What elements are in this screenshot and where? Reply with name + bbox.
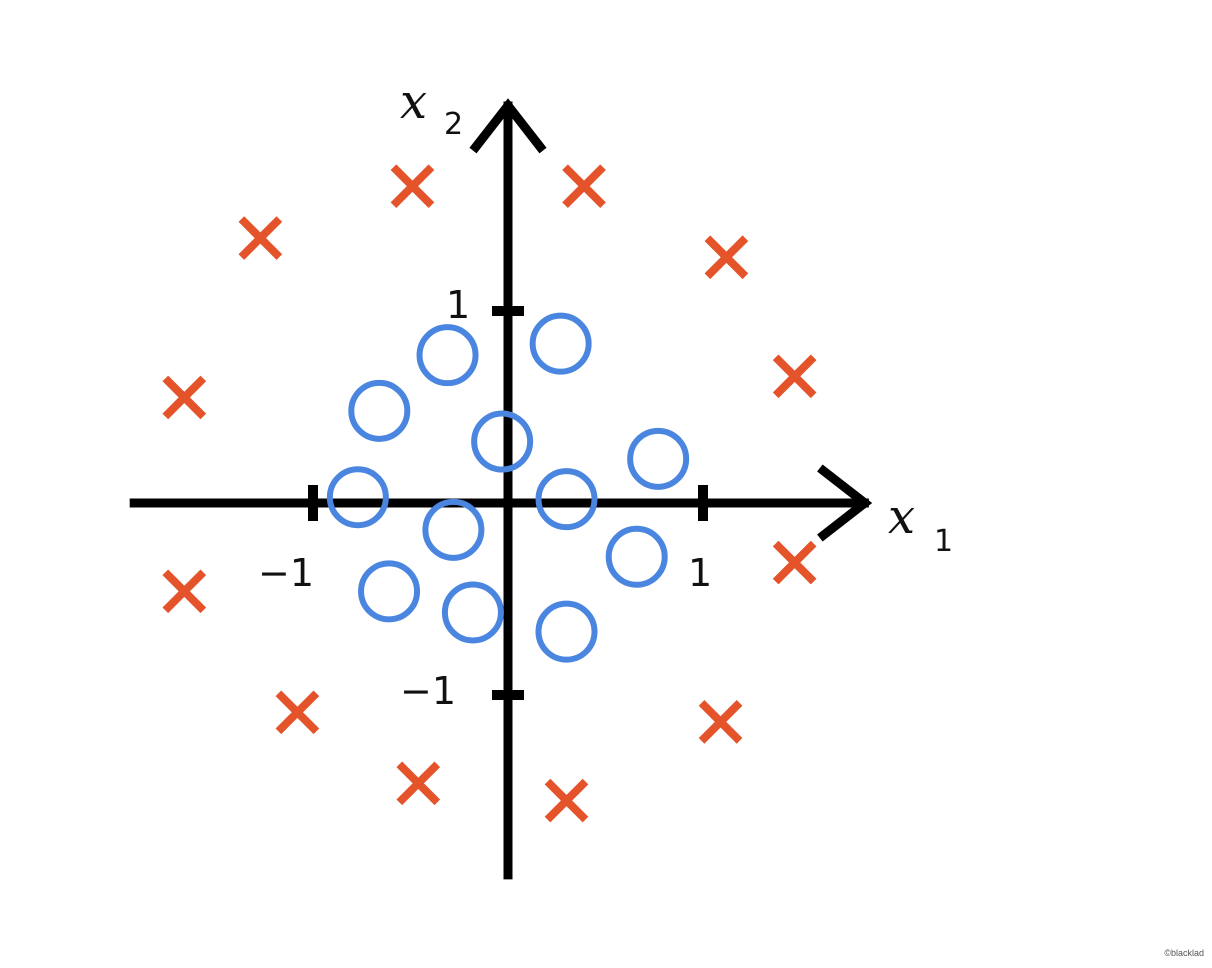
circle-point [535, 468, 598, 531]
cross-point [544, 778, 589, 823]
cross-stroke [772, 354, 817, 399]
circle-point [348, 379, 411, 442]
cross-point [162, 569, 207, 614]
cross-point [390, 164, 435, 209]
cross-point [772, 354, 817, 399]
x-axis-arrow [817, 464, 873, 542]
cross-stroke [704, 235, 749, 280]
cross-stroke [562, 164, 606, 209]
circle-point [471, 410, 534, 473]
data-points [162, 164, 817, 823]
circle-point [441, 581, 504, 644]
x-tick-label-1: 1 [688, 551, 712, 595]
cross-stroke [698, 700, 743, 744]
circle-point [627, 427, 690, 490]
cross-point [162, 375, 207, 420]
cross-point [275, 690, 320, 735]
x-axis-label-subscript: 1 [934, 524, 953, 559]
cross-stroke [772, 540, 817, 585]
cross-point [772, 540, 817, 585]
cross-stroke [275, 690, 320, 735]
circle-point [422, 498, 485, 561]
cross-stroke [544, 778, 589, 823]
circle-point [605, 525, 668, 588]
circle-point [535, 600, 598, 663]
cross-stroke [162, 569, 207, 614]
watermark: ©blacklad [1164, 948, 1204, 958]
cross-point [396, 761, 441, 806]
cross-point [704, 235, 749, 280]
y-axis-label-subscript: 2 [444, 107, 463, 142]
circle-point [416, 324, 479, 387]
cross-point [562, 164, 606, 209]
circle-point [326, 466, 389, 529]
cross-stroke [396, 761, 441, 806]
y-tick-label-1: 1 [446, 283, 470, 327]
x-tick-label-neg1: −1 [258, 551, 314, 595]
circle-point [358, 560, 421, 623]
cross-point [698, 700, 743, 744]
y-axis-arrow [469, 98, 547, 154]
x-axis-label: x [888, 489, 915, 545]
y-tick-label-neg1: −1 [400, 669, 456, 713]
cross-point [238, 216, 283, 260]
cross-stroke [162, 375, 207, 420]
y-axis-label: x [400, 74, 427, 130]
cross-stroke [390, 164, 435, 209]
circle-point [529, 312, 592, 375]
cross-stroke [238, 216, 283, 260]
axes [129, 98, 873, 880]
